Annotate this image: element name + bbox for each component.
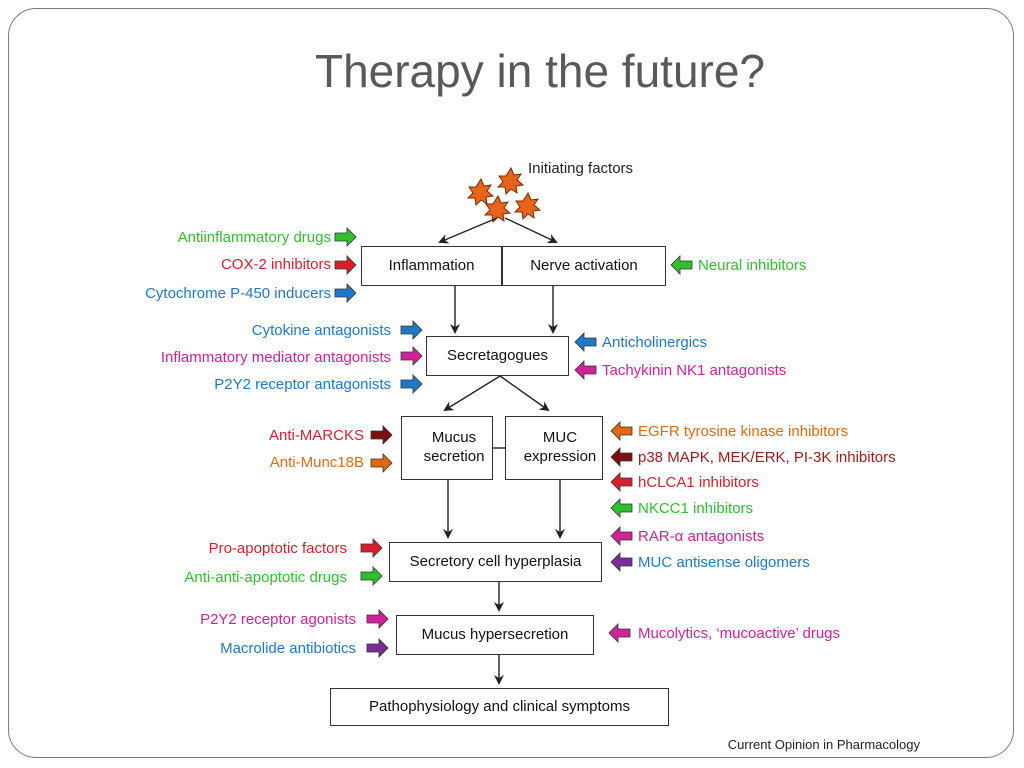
initiating-factors-icon (466, 166, 542, 224)
label-p2y2-receptor-agonists: P2Y2 receptor agonists (200, 611, 356, 628)
slide-title: Therapy in the future? (314, 45, 766, 97)
label-muc-antisense-oligomers: MUC antisense oligomers (638, 554, 810, 571)
nerve-activation-box: Nerve activation (502, 246, 666, 286)
label-cox2-inhibitors: COX-2 inhibitors (220, 256, 331, 273)
label-hclca1-inhibitors: hCLCA1 inhibitors (638, 474, 759, 491)
label-inflammatory-mediator-antagonists: Inflammatory mediator antagonists (160, 349, 391, 366)
label-egfr-inhibitors: EGFR tyrosine kinase inhibitors (638, 423, 849, 440)
muc-expression-line1: MUC (542, 429, 578, 447)
label-rar-alpha-antagonists: RAR-α antagonists (638, 528, 765, 545)
label-nkcc1-inhibitors: NKCC1 inhibitors (638, 500, 754, 517)
label-anticholinergics: Anticholinergics (602, 334, 708, 351)
label-antiinflammatory-drugs: Antiinflammatory drugs (177, 229, 331, 246)
label-anti-anti-apoptotic-drugs: Anti-anti-apoptotic drugs (184, 569, 347, 586)
label-anti-marcks: Anti-MARCKS (268, 427, 364, 444)
initiating-factors-label: Initiating factors (528, 160, 634, 177)
inflammation-box: Inflammation (361, 246, 502, 286)
label-mucolytics: Mucolytics, ‘mucoactive’ drugs (638, 625, 841, 642)
label-neural-inhibitors: Neural inhibitors (698, 257, 807, 274)
label-tachykinin-nk1-antagonists: Tachykinin NK1 antagonists (602, 362, 787, 379)
flow-connectors (438, 217, 565, 685)
mucus-hypersecretion-box: Mucus hypersecretion (396, 615, 594, 655)
mucus-secretion-line2: secretion (423, 448, 485, 465)
label-p38-mapk-inhibitors: p38 MAPK, MEK/ERK, PI-3K inhibitors (638, 449, 896, 466)
label-p2y2-receptor-antagonists: P2Y2 receptor antagonists (214, 376, 391, 393)
secretory-cell-hyperplasia-box: Secretory cell hyperplasia (389, 542, 602, 582)
pathophysiology-box: Pathophysiology and clinical symptoms (330, 688, 669, 726)
slide-frame (8, 8, 1014, 758)
secretagogues-box: Secretagogues (426, 336, 569, 376)
muc-expression-line2: expression (523, 448, 597, 465)
mucus-secretion-line1: Mucus (431, 429, 477, 447)
label-cytokine-antagonists: Cytokine antagonists (251, 322, 391, 339)
label-macrolide-antibiotics: Macrolide antibiotics (220, 640, 356, 657)
source-credit: Current Opinion in Pharmacology (727, 737, 920, 752)
label-anti-munc18b: Anti-Munc18B (269, 454, 364, 471)
right-block-arrows (574, 255, 693, 643)
left-block-arrows (334, 227, 423, 658)
label-cytochrome-inducers: Cytochrome P-450 inducers (145, 285, 331, 302)
label-pro-apoptotic-factors: Pro-apoptotic factors (208, 540, 347, 557)
